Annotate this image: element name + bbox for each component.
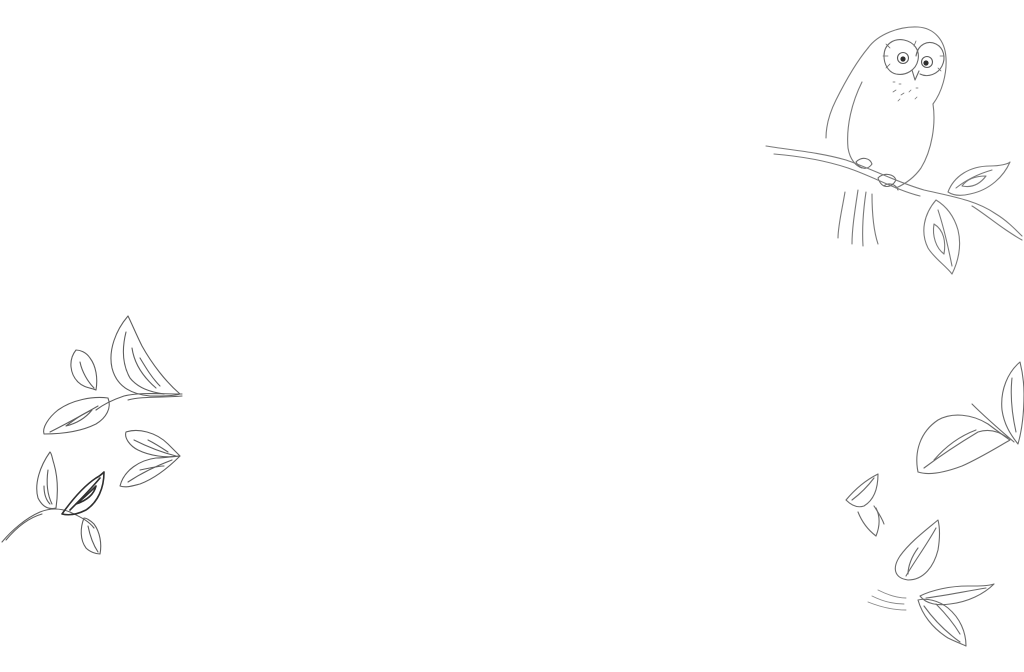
leafy-branch-left-dark-leaf bbox=[61, 471, 105, 516]
owl-body bbox=[825, 26, 947, 247]
owl-eye-pupils bbox=[900, 56, 929, 66]
owl-feet bbox=[855, 157, 899, 191]
owl-branch bbox=[765, 145, 1023, 275]
owl-face bbox=[882, 39, 945, 89]
owl-on-branch bbox=[765, 26, 1023, 275]
leafy-branch-left bbox=[1, 315, 183, 555]
leaves-bottom-right bbox=[845, 361, 1024, 647]
